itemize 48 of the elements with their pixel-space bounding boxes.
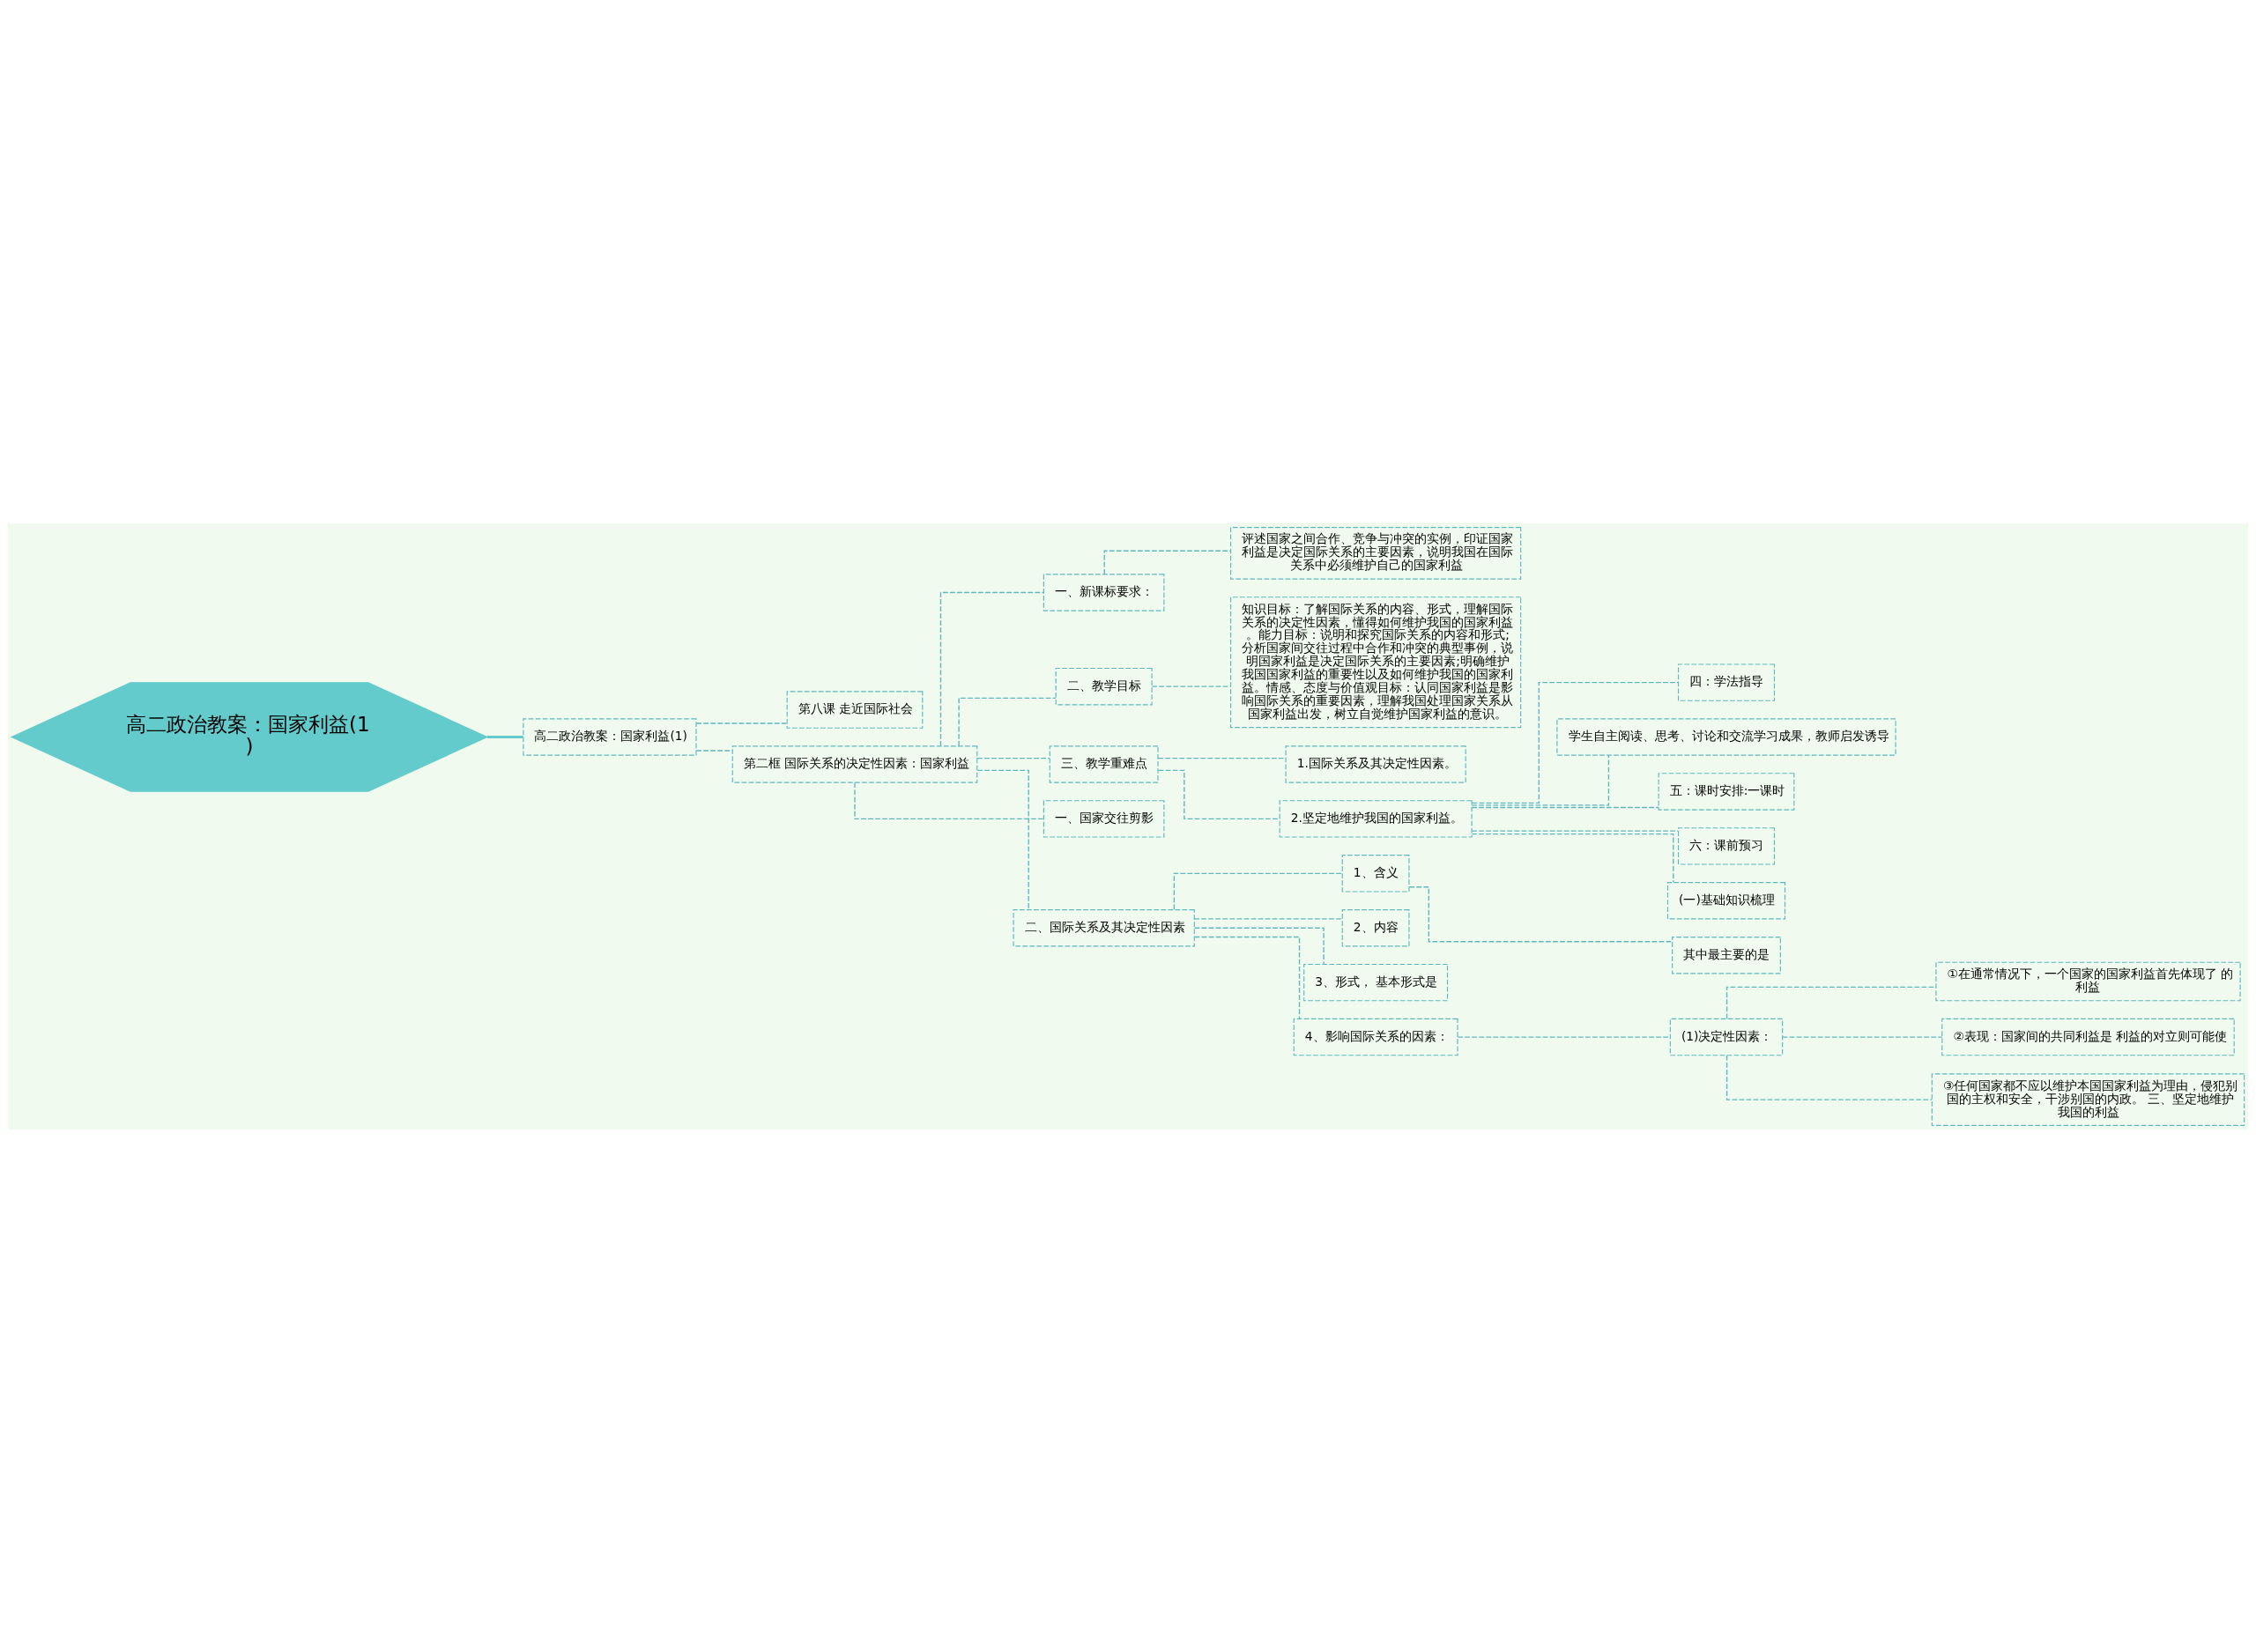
node-box: 二、国际关系及其决定性因素 <box>1013 908 1195 946</box>
node-box: 4、影响国际关系的因素： <box>1293 1018 1458 1056</box>
connector <box>976 769 1029 910</box>
connector <box>958 697 1057 746</box>
node-box: 五：课时安排:一课时 <box>1658 772 1795 811</box>
node-box: ③任何国家都不应以维护本国国家利益为理由，侵犯别国的主权和安全，干涉别国的内政。 三、坚定地维护我国的利益 <box>1931 1072 2245 1126</box>
connector <box>1471 681 1679 804</box>
node-box: ①在通常情况下，一个国家的国家利益首先体现了 的利益 <box>1935 961 2241 1001</box>
node-box: 其中最主要的是 <box>1672 936 1781 974</box>
connector <box>1471 833 1674 883</box>
connector <box>486 735 523 738</box>
node-box: (1)决定性因素： <box>1669 1018 1784 1056</box>
connector <box>939 591 1044 746</box>
connector <box>695 749 733 752</box>
node-box: ②表现：国家间的共同利益是 利益的对立则可能使 <box>1941 1018 2235 1056</box>
node-box: 第二框 国际关系的决定性因素：国家利益 <box>731 745 978 783</box>
connector <box>1457 1035 1671 1038</box>
node-box: 一、新课标要求： <box>1043 573 1165 611</box>
node-box: 第八课 走近国际社会 <box>786 690 924 729</box>
node-box: 1.国际关系及其决定性因素。 <box>1285 745 1466 783</box>
node-box: 二、教学目标 <box>1055 667 1153 705</box>
node-box: 三、教学重难点 <box>1049 745 1159 783</box>
connector <box>976 757 1050 759</box>
node-box: 1、含义 <box>1341 854 1410 893</box>
node-box: (一)基础知识梳理 <box>1666 881 1786 919</box>
connector <box>1193 917 1343 920</box>
node-box: 2.坚定地维护我国的国家利益。 <box>1279 799 1473 838</box>
connector <box>1193 936 1301 1019</box>
node-box: 学生自主阅读、思考、讨论和交流学习成果，教师启发诱导 <box>1556 717 1896 756</box>
connector <box>1157 769 1280 819</box>
node-box: 3、形式， 基本形式是 <box>1303 963 1449 1001</box>
node-box: 高二政治教案：国家利益(1) <box>523 717 697 756</box>
node-box: 知识目标：了解国际关系的内容、形式，理解国际关系的决定性因素，懂得如何维护我国的国家利益。能力目标：说明和探究国际关系的内容和形式;分析国家间交往过程中合作和冲突的典型事例，说明国家利益是决定国际关系的主要因素;明确维护我国国家利益的重要性以及如何维护我国的国家利益。情感、态度与价值观目标：认同国家利益是影响国际关系的重要因素，理解我国处理国家关系从国家利益出发，树立自觉维护国家利益的意识。 <box>1230 596 1522 728</box>
node-box: 评述国家之间合作、竞争与冲突的实例，印证国家利益是决定国际关系的主要因素，说明我国在国际关系中必须维护自己的国家利益 <box>1230 526 1522 580</box>
connector <box>1193 927 1325 965</box>
connector <box>1725 1054 1933 1100</box>
node-box: 六：课前预习 <box>1677 826 1776 865</box>
connector <box>1471 829 1679 832</box>
connector <box>1782 1035 1943 1038</box>
connector <box>1471 806 1659 808</box>
node-box: 一、国家交往剪影 <box>1043 799 1165 838</box>
connector <box>1157 757 1287 759</box>
node-box: 2、内容 <box>1341 908 1410 946</box>
node-box: 四：学法指导 <box>1677 663 1776 701</box>
connector <box>1471 754 1610 806</box>
connector <box>695 722 788 724</box>
connector <box>1173 872 1343 910</box>
connector <box>854 782 1044 819</box>
